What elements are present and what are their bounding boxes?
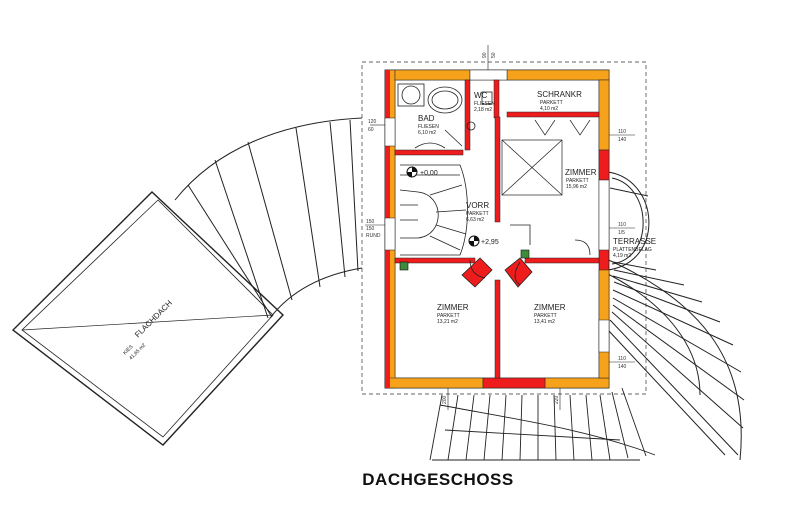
room-name: ZIMMER bbox=[534, 303, 566, 312]
dim-label: 110 bbox=[618, 222, 626, 228]
room-area: 13,41 m2 bbox=[534, 319, 555, 325]
room-area: 15,96 m2 bbox=[566, 184, 587, 190]
room-floor: PARKETT bbox=[540, 100, 563, 106]
sensor-marker bbox=[399, 261, 409, 271]
level-lower-text: +2,95 bbox=[481, 239, 499, 246]
room-zimmer-sw: ZIMMER PARKETT 13,21 m2 bbox=[437, 303, 469, 325]
room-floor: PARKETT bbox=[566, 178, 589, 184]
room-zimmer-se: ZIMMER PARKETT 13,41 m2 bbox=[534, 303, 566, 325]
dim-label: 200 bbox=[442, 395, 448, 404]
terrace-arc bbox=[607, 171, 650, 271]
roof-outline bbox=[361, 61, 647, 395]
dim-label: 120 bbox=[368, 119, 377, 125]
room-name: WC bbox=[474, 91, 488, 100]
dimension-labels: 120 60 150 150 RUND 110 140 110 1/5 110 … bbox=[365, 45, 635, 410]
room-terrasse: TERRASSE PLATTENBELAG 4,19 m2 bbox=[613, 237, 656, 259]
dim-label: 1/5 bbox=[618, 230, 625, 236]
east-fan bbox=[603, 257, 745, 461]
dim-label: 220 bbox=[554, 395, 560, 404]
room-schrank: SCHRANKR PARKETT 4,10 m2 bbox=[537, 90, 582, 112]
level-upper-text: +0,00 bbox=[420, 170, 438, 177]
room-name: ZIMMER bbox=[437, 303, 469, 312]
room-area: 6,10 m2 bbox=[418, 130, 436, 136]
room-floor: PLATTENBELAG bbox=[613, 247, 652, 253]
interior-walls bbox=[394, 79, 600, 379]
room-floor: FLIESEN bbox=[474, 101, 495, 107]
dim-label: 90 bbox=[482, 52, 488, 58]
room-name: TERRASSE bbox=[613, 237, 656, 246]
bath-fixtures bbox=[397, 83, 493, 149]
room-name: ZIMMER bbox=[565, 168, 597, 177]
dim-label: 50 bbox=[491, 52, 497, 58]
room-name: VORR bbox=[466, 201, 489, 210]
wardrobe bbox=[501, 119, 591, 196]
room-area: 4,10 m2 bbox=[540, 106, 558, 112]
level-marker-lower: +2,95 bbox=[468, 235, 499, 247]
flachdach-label: FLACHDACH bbox=[133, 298, 174, 339]
room-floor: PARKETT bbox=[466, 211, 489, 217]
dim-label: 110 bbox=[618, 129, 626, 135]
room-bad: BAD FLIESEN 6,10 m2 bbox=[418, 114, 439, 136]
dim-label: 140 bbox=[618, 364, 627, 370]
plan-title: DACHGESCHOSS bbox=[362, 470, 513, 489]
room-area: 4,19 m2 bbox=[613, 253, 631, 259]
room-floor: FLIESEN bbox=[418, 124, 439, 130]
sensor-marker bbox=[520, 249, 530, 259]
staircase bbox=[399, 164, 468, 256]
room-floor: PARKETT bbox=[437, 313, 460, 319]
dim-label: RUND bbox=[366, 233, 381, 239]
curved-walkway bbox=[174, 117, 363, 319]
hall-doors bbox=[461, 224, 591, 288]
room-vorr: VORR PARKETT 6,63 m2 bbox=[466, 201, 489, 223]
room-area: 6,63 m2 bbox=[466, 217, 484, 223]
room-name: BAD bbox=[418, 114, 435, 123]
room-name: SCHRANKR bbox=[537, 90, 582, 99]
room-area: 2,18 m2 bbox=[474, 107, 492, 113]
room-area: 13,21 m2 bbox=[437, 319, 458, 325]
level-marker-upper: +0,00 bbox=[406, 166, 438, 178]
south-fan bbox=[429, 387, 656, 461]
dim-label: 150 bbox=[366, 219, 375, 225]
room-wc: WC FLIESEN 2,18 m2 bbox=[474, 91, 495, 113]
flat-roof: FLACHDACH KIES 41,65 m2 bbox=[11, 191, 284, 446]
dim-label: 110 bbox=[618, 356, 626, 362]
dim-label: 60 bbox=[368, 127, 374, 133]
room-zimmer-ne: ZIMMER PARKETT 15,96 m2 bbox=[565, 168, 597, 190]
dim-label: 140 bbox=[618, 137, 627, 143]
dim-label: 150 bbox=[366, 226, 375, 232]
room-floor: PARKETT bbox=[534, 313, 557, 319]
